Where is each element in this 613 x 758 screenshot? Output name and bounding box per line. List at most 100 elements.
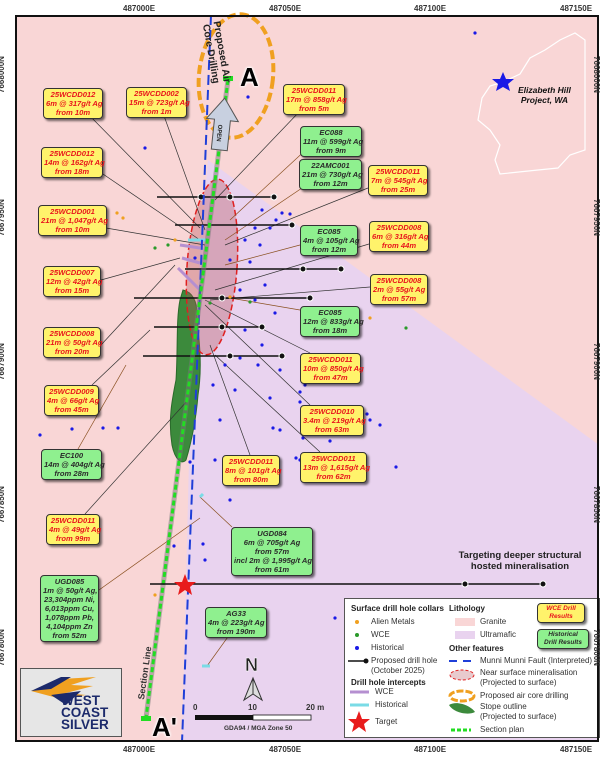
- historical-collar: [268, 226, 272, 230]
- callout-line: 21m @ 1,047g/t Ag: [41, 216, 109, 225]
- historical-collar: [258, 243, 262, 247]
- historical-collar: [228, 258, 232, 262]
- historical-collar: [253, 226, 257, 230]
- northing-label-left: 7668000N: [0, 56, 6, 93]
- callout-line: 3.4m @ 219g/t Ag: [303, 416, 366, 425]
- wce-collar: [153, 246, 157, 250]
- callout-line: 12m @ 42g/t Ag: [46, 277, 103, 286]
- callout-line: 6m @ 317g/t Ag: [46, 99, 103, 108]
- legend-historical-collar: Historical: [371, 643, 404, 652]
- logo-text-line: COAST: [61, 705, 109, 720]
- northing-label-right: 7667850N: [591, 486, 601, 523]
- legend-proposed-hole: Proposed drill hole: [371, 656, 438, 665]
- drill-dot: [461, 580, 469, 588]
- easting-label-top: 487050E: [269, 4, 302, 13]
- drill-dot: [288, 221, 296, 229]
- callout-line: from 190m: [216, 627, 256, 636]
- callout-line: 1m @ 50g/t Ag,: [43, 586, 98, 595]
- callout-line: 12m @ 833g/t Ag: [303, 317, 364, 326]
- historical-collar: [228, 498, 232, 502]
- legend-symbols: [348, 618, 476, 732]
- scale-label-20: 20 m: [306, 703, 325, 712]
- historical-collar: [280, 211, 284, 215]
- drill-dot: [270, 193, 278, 201]
- historical-collar: [101, 426, 105, 430]
- legend-section-plan: Section plan: [480, 725, 525, 734]
- callout-line: 21m @ 730g/t Ag: [302, 170, 363, 179]
- northing-label-right: 7667950N: [591, 199, 601, 236]
- alien-metals-collar: [115, 211, 119, 215]
- legend-collars-title: Surface drill hole collars: [351, 604, 444, 613]
- historical-collar: [238, 356, 242, 360]
- callout-line: 10m @ 850g/t Ag: [303, 364, 364, 373]
- project-star-icon: [492, 72, 514, 91]
- wce-collar: [166, 243, 170, 247]
- callout-line: UGD085: [54, 577, 85, 586]
- drill-dot: [258, 323, 266, 331]
- callout-line: 15m @ 723g/t Ag: [129, 98, 190, 107]
- historical-collar: [303, 383, 307, 387]
- northing-label-left: 7667900N: [0, 343, 6, 380]
- callout-line: 25WCDD011: [228, 457, 274, 466]
- historical-collar: [188, 460, 192, 464]
- legend-wce-results-line: WCE Drill: [546, 605, 576, 612]
- callout-line: 6,013ppm Cu,: [44, 604, 95, 613]
- historical-collar: [368, 418, 372, 422]
- historical-collar: [298, 390, 302, 394]
- callout-line: 11m @ 599g/t Ag: [303, 137, 364, 146]
- logo-text-line: WEST: [61, 693, 100, 708]
- historical-collar: [394, 465, 398, 469]
- alien-metals-collar: [153, 593, 157, 597]
- callout-line: 23,304ppm Ni,: [43, 595, 96, 604]
- callout-line: 1,078ppm Pb,: [45, 613, 94, 622]
- historical-collar: [70, 427, 74, 431]
- historical-collar: [172, 544, 176, 548]
- alien-metals-collar: [121, 216, 125, 220]
- drill-dot: [306, 294, 314, 302]
- callout-line: from 20m: [54, 347, 90, 356]
- historical-collar: [256, 363, 260, 367]
- project-label-line: Elizabeth Hill: [518, 85, 571, 95]
- historical-collar: [333, 616, 337, 620]
- callout-line: 25WCDD002: [134, 89, 179, 98]
- historical-collar: [273, 311, 277, 315]
- callout-line: EC085: [318, 308, 342, 317]
- callout-line: 14m @ 162g/t Ag: [44, 158, 105, 167]
- collars: [38, 31, 477, 620]
- easting-label-bottom: 487050E: [269, 745, 302, 754]
- logo-text-line: SILVER: [61, 717, 109, 732]
- historical-collar: [268, 396, 272, 400]
- historical-collar: [246, 95, 250, 99]
- callout-line: from 99m: [55, 534, 91, 543]
- scale-label-0: 0: [193, 703, 198, 712]
- callout-line: from 57m: [254, 547, 290, 556]
- logo-wing-icon: [31, 677, 96, 705]
- callout-line: from 15m: [54, 286, 90, 295]
- legend-historical-results-line: Historical: [548, 631, 578, 638]
- alien-metals-collar: [173, 238, 177, 242]
- air-core-ellipse: [196, 12, 276, 140]
- historical-collar: [238, 288, 242, 292]
- drill-dot: [218, 323, 226, 331]
- callout-line: from 57m: [381, 294, 417, 303]
- historical-collar: [298, 400, 302, 404]
- historical-collar: [260, 208, 264, 212]
- section-start-label: A: [240, 62, 259, 92]
- legend-alien-metals: Alien Metals: [371, 617, 415, 626]
- legend-wce-results-line: Results: [549, 613, 573, 620]
- west-coast-silver-logo: WEST COAST SILVER: [20, 668, 122, 737]
- callout-line: 25WCDD011: [291, 86, 337, 95]
- legend-proposed-date: (October 2025): [371, 666, 425, 675]
- callout-line: 25WCDD008: [376, 276, 422, 285]
- callout-line: 17m @ 858g/t Ag: [286, 95, 347, 104]
- northing-label-right: 7668000N: [591, 56, 601, 93]
- callout-line: from 18m: [312, 326, 348, 335]
- munni-munni-fault: [181, 14, 212, 743]
- historical-collar: [294, 456, 298, 460]
